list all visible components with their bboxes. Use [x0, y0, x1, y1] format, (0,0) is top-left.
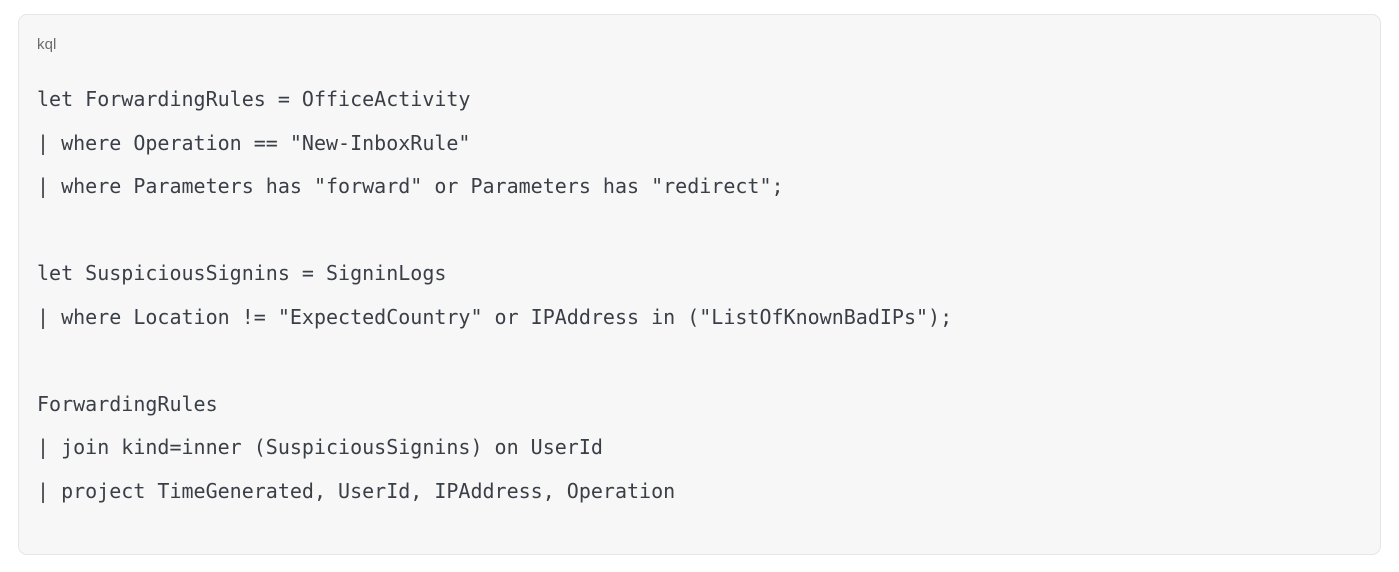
code-line — [37, 209, 1380, 253]
code-line: let ForwardingRules = OfficeActivity — [37, 87, 471, 111]
code-line: | where Operation == "New-InboxRule" — [37, 130, 471, 155]
code-line: | where Parameters has "forward" or Para… — [37, 174, 784, 198]
code-line: | join kind=inner (SuspiciousSignins) on… — [37, 435, 603, 459]
code-content[interactable]: let ForwardingRules = OfficeActivity | wh… — [37, 78, 1380, 513]
code-line: | project TimeGenerated, UserId, IPAddre… — [37, 478, 676, 503]
code-line: let SuspiciousSignins = SigninLogs — [37, 261, 447, 285]
code-language-label: kql — [37, 36, 57, 53]
code-line: ForwardingRules — [37, 391, 218, 416]
code-card-inner: kql let ForwardingRules = OfficeActivity… — [19, 15, 1380, 513]
code-line — [37, 339, 1380, 383]
code-block-card: kql let ForwardingRules = OfficeActivity… — [18, 14, 1381, 555]
code-line: | where Location != "ExpectedCountry" or… — [37, 304, 953, 329]
